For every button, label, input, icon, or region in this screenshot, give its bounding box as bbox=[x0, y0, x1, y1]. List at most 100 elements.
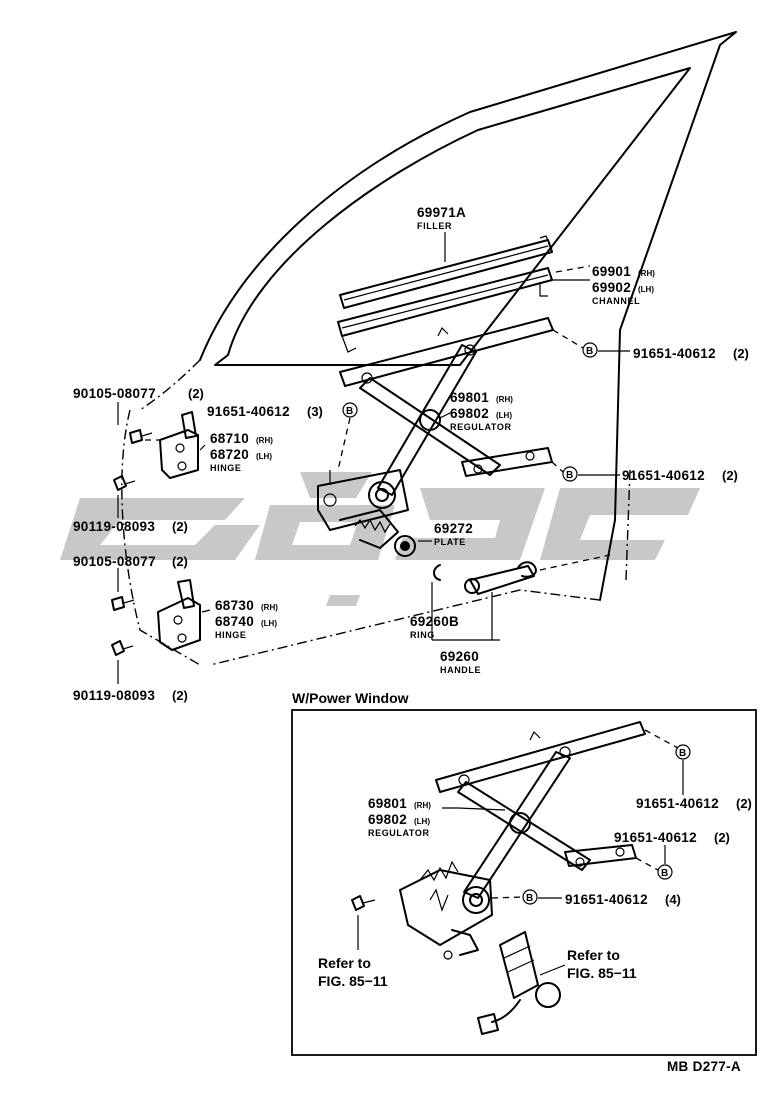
pw-b3-dash bbox=[491, 896, 524, 899]
svg-text:69801: 69801 bbox=[450, 390, 489, 405]
plate-part bbox=[394, 535, 416, 557]
svg-text:69971A: 69971A bbox=[417, 205, 466, 220]
power-marker-b-2: B bbox=[657, 864, 673, 880]
label-bolt-lower: 90105-08077 (2) bbox=[73, 554, 188, 569]
svg-text:(LH): (LH) bbox=[496, 411, 512, 420]
svg-text:(LH): (LH) bbox=[638, 285, 654, 294]
svg-text:90105-08077: 90105-08077 bbox=[73, 554, 156, 569]
b3-dash bbox=[551, 461, 564, 473]
label-handle: 69260 HANDLE bbox=[440, 649, 481, 675]
b1-dash bbox=[552, 329, 584, 349]
svg-text:(LH): (LH) bbox=[261, 619, 277, 628]
svg-text:Refer to: Refer to bbox=[318, 955, 371, 971]
marker-b-2: B bbox=[342, 402, 358, 418]
power-regulator bbox=[399, 721, 646, 960]
svg-text:FILLER: FILLER bbox=[417, 221, 452, 231]
label-ring: 69260B RING bbox=[410, 614, 459, 640]
svg-text:69260B: 69260B bbox=[410, 614, 459, 629]
svg-text:91651-40612: 91651-40612 bbox=[207, 404, 290, 419]
svg-text:69901: 69901 bbox=[592, 264, 631, 279]
door-frame bbox=[121, 31, 737, 666]
watermark-logo bbox=[60, 472, 700, 606]
door-hinge-lower bbox=[157, 579, 201, 651]
svg-text:68710: 68710 bbox=[210, 431, 249, 446]
svg-text:91651-40612: 91651-40612 bbox=[565, 892, 648, 907]
svg-text:REGULATOR: REGULATOR bbox=[368, 828, 430, 838]
svg-text:PLATE: PLATE bbox=[434, 537, 466, 547]
label-screw-upper: 90119-08093 (2) bbox=[73, 519, 188, 534]
label-pw-bolt-b: 91651-40612 (2) bbox=[614, 830, 730, 845]
door-hinge-upper bbox=[145, 411, 199, 479]
svg-text:(2): (2) bbox=[172, 688, 188, 703]
svg-text:68730: 68730 bbox=[215, 598, 254, 613]
svg-text:(2): (2) bbox=[722, 468, 738, 483]
pw-b2-dash bbox=[635, 857, 659, 871]
label-screw-lower: 90119-08093 (2) bbox=[73, 688, 188, 703]
label-bolt-b3: 91651-40612 (2) bbox=[622, 468, 738, 483]
svg-text:(4): (4) bbox=[665, 892, 681, 907]
figure-code: MB D277-A bbox=[667, 1059, 741, 1074]
ring-part bbox=[433, 564, 441, 581]
power-window-title: W/Power Window bbox=[292, 690, 409, 706]
svg-text:HANDLE: HANDLE bbox=[440, 665, 481, 675]
power-marker-b-1: B bbox=[675, 744, 691, 760]
label-filler: 69971A FILLER bbox=[417, 205, 466, 231]
label-refer-right: Refer to FIG. 85−11 bbox=[567, 947, 637, 981]
label-plate: 69272 PLATE bbox=[434, 521, 473, 547]
svg-text:69801: 69801 bbox=[368, 796, 407, 811]
svg-text:91651-40612: 91651-40612 bbox=[614, 830, 697, 845]
svg-text:91651-40612: 91651-40612 bbox=[636, 796, 719, 811]
svg-text:(LH): (LH) bbox=[256, 452, 272, 461]
pw-refer-right-leader bbox=[539, 964, 566, 976]
svg-text:RING: RING bbox=[410, 630, 435, 640]
svg-text:FIG. 85−11: FIG. 85−11 bbox=[318, 973, 388, 989]
screw-upper bbox=[113, 475, 136, 491]
svg-text:B: B bbox=[346, 406, 353, 417]
label-refer-left: Refer to FIG. 85−11 bbox=[318, 955, 388, 989]
svg-text:B: B bbox=[679, 748, 686, 759]
power-marker-b-3: B bbox=[522, 889, 538, 905]
label-pw-bolt-c: 91651-40612 (4) bbox=[565, 892, 681, 907]
svg-text:90119-08093: 90119-08093 bbox=[73, 519, 155, 534]
label-hinge-lower: 68730 (RH) 68740 (LH) HINGE bbox=[215, 598, 278, 640]
svg-text:REGULATOR: REGULATOR bbox=[450, 422, 512, 432]
label-pw-bolt-a: 91651-40612 (2) bbox=[636, 796, 752, 811]
svg-text:(2): (2) bbox=[733, 346, 749, 361]
regulator-leader bbox=[439, 411, 453, 419]
channel-dash bbox=[555, 265, 591, 273]
marker-b-1: B bbox=[582, 342, 598, 358]
svg-text:CHANNEL: CHANNEL bbox=[592, 296, 640, 306]
svg-text:Refer to: Refer to bbox=[567, 947, 620, 963]
pw-b1-dash bbox=[644, 729, 679, 749]
hinge-leaders bbox=[199, 444, 211, 613]
svg-text:(RH): (RH) bbox=[414, 801, 431, 810]
label-bolt-b2: 91651-40612 (3) bbox=[207, 404, 323, 419]
svg-text:B: B bbox=[526, 893, 533, 904]
svg-text:(RH): (RH) bbox=[261, 603, 278, 612]
screw-lower bbox=[111, 640, 134, 656]
marker-b-3: B bbox=[562, 466, 578, 482]
svg-text:(RH): (RH) bbox=[638, 269, 655, 278]
svg-text:68740: 68740 bbox=[215, 614, 254, 629]
b2-dash bbox=[337, 417, 351, 471]
svg-text:(3): (3) bbox=[307, 404, 323, 419]
pw-regulator-leader bbox=[442, 807, 506, 811]
label-pw-regulator: 69801 (RH) 69802 (LH) REGULATOR bbox=[368, 796, 431, 838]
svg-text:91651-40612: 91651-40612 bbox=[633, 346, 716, 361]
label-channel: 69901 (RH) 69902 (LH) CHANNEL bbox=[592, 264, 655, 306]
window-handle bbox=[464, 561, 537, 595]
svg-text:69902: 69902 bbox=[592, 280, 631, 295]
svg-text:69260: 69260 bbox=[440, 649, 479, 664]
svg-text:(2): (2) bbox=[172, 519, 188, 534]
svg-text:(2): (2) bbox=[736, 796, 752, 811]
svg-text:(2): (2) bbox=[172, 554, 188, 569]
handle-dash bbox=[539, 554, 611, 571]
bolt-upper bbox=[129, 429, 153, 444]
svg-text:69802: 69802 bbox=[368, 812, 407, 827]
svg-text:B: B bbox=[566, 470, 573, 481]
label-regulator: 69801 (RH) 69802 (LH) REGULATOR bbox=[450, 390, 513, 432]
power-screw bbox=[351, 895, 376, 911]
svg-text:FIG. 85−11: FIG. 85−11 bbox=[567, 965, 637, 981]
svg-text:(2): (2) bbox=[188, 386, 204, 401]
svg-text:68720: 68720 bbox=[210, 447, 249, 462]
